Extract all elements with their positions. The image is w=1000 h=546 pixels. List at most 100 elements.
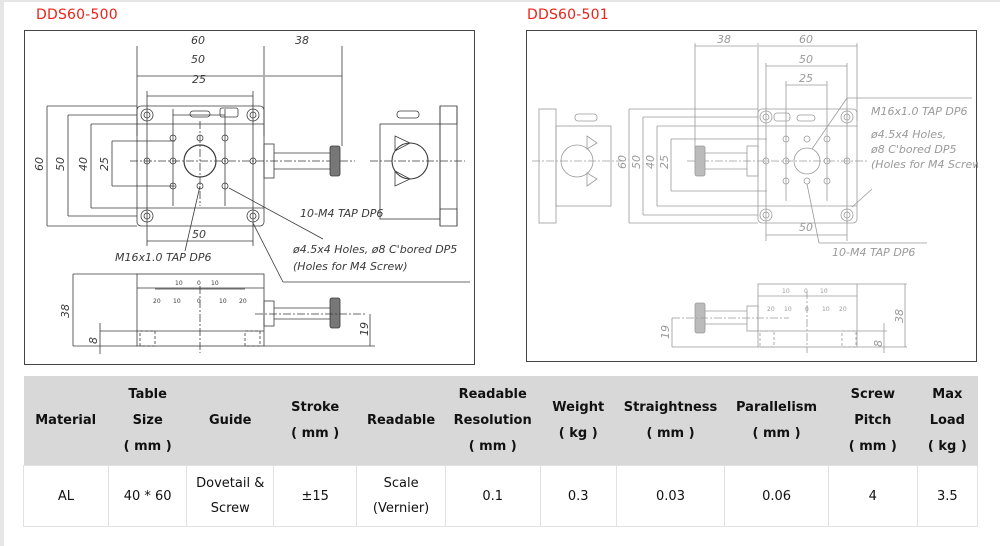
scale-lower-label: 20 (839, 306, 847, 313)
table-cell: 0.3 (539, 465, 617, 527)
scale-upper-label: 10 (820, 288, 828, 295)
callout-tap-holes: 10-M4 TAP DP6 (832, 246, 915, 259)
column-header-line: Readable (458, 386, 527, 402)
scale-upper-label: 10 (175, 280, 183, 287)
table-cell-line: AL (57, 488, 74, 504)
model-title-dds60-501: DDS60-501 (527, 7, 609, 23)
scale-upper-label: 10 (782, 288, 790, 295)
table-cell-line: Dovetail & (196, 476, 265, 491)
table-cell-line: 0.03 (656, 488, 685, 504)
scale-upper-label: 0 (804, 288, 808, 295)
leader-lines (806, 97, 972, 244)
scale-lower-label: 0 (805, 306, 809, 313)
table-cell: ±15 (273, 465, 358, 527)
top-view (687, 108, 867, 224)
column-header-line: Readable (366, 412, 436, 428)
table-cell-line: 0.1 (482, 488, 504, 504)
dim-side-38: 38 (893, 309, 906, 323)
column-header-line: Table (128, 386, 167, 402)
column-header-line: Load (929, 412, 965, 428)
table-cell-line: 40 * 60 (123, 488, 172, 504)
column-header-line: ( mm ) (646, 425, 695, 441)
column-header-line: Stroke (291, 399, 340, 415)
scale-lower-label: 20 (153, 298, 161, 305)
table-cell: Scale (Vernier) (356, 465, 446, 527)
callout-cbore-line3: (Holes for M4 Screw) (871, 158, 978, 171)
page-edge-top (0, 0, 1000, 2)
table-cell-line: 0.06 (762, 488, 792, 504)
dim-bottom-50: 50 (799, 221, 813, 234)
callout-cbore-line1: ø4.5x4 Holes, ø8 C'bored DP5 (292, 243, 457, 256)
column-header: Weight( kg ) (540, 376, 617, 466)
dim-axis-19: 19 (358, 322, 371, 336)
column-header-line: Screw (850, 386, 895, 402)
technical-drawing-dds60-501: 38 60 50 25 60 50 40 25 50 M16x1.0 TAP D… (526, 30, 978, 362)
column-header: Stroke ( mm ) (273, 376, 358, 466)
dimension-lines-left (628, 108, 767, 224)
dim-60: 60 (799, 33, 813, 46)
leader-lines (184, 185, 470, 283)
side-view (532, 108, 622, 224)
column-header: Straightness ( mm ) (616, 376, 726, 466)
scale-lower-label: 20 (239, 298, 247, 305)
scale-lower-label: 10 (173, 298, 181, 305)
table-cell-line: 3.5 (936, 488, 958, 504)
dim-height-50: 50 (630, 155, 643, 169)
dim-height-25: 25 (98, 157, 111, 171)
table-cell-line: Screw (210, 501, 250, 516)
callout-tap-holes: 10-M4 TAP DP6 (300, 207, 383, 220)
callout-center-tap: M16x1.0 TAP DP6 (115, 251, 211, 264)
dim-25: 25 (192, 73, 206, 86)
dim-side-38: 38 (59, 304, 72, 318)
column-header-line: Weight (552, 399, 605, 415)
callout-center-tap: M16x1.0 TAP DP6 (871, 105, 967, 118)
column-header-line: ( mm ) (752, 425, 801, 441)
column-header-line: Resolution (453, 412, 532, 428)
column-header: Readable (356, 376, 446, 466)
column-header-line: Straightness (623, 399, 718, 415)
column-header-line: Pitch (854, 412, 892, 428)
callout-cbore-line1: ø4.5x4 Holes, (870, 128, 946, 141)
dim-50: 50 (191, 53, 205, 66)
column-header-line: ( mm ) (468, 438, 517, 454)
front-view (72, 273, 375, 354)
column-header-line: Guide (208, 412, 252, 428)
dim-base-8: 8 (87, 337, 100, 344)
dimension-lines-top (136, 46, 343, 246)
callout-cbore-line2: ø8 C'bored DP5 (870, 143, 957, 156)
technical-drawing-dds60-500: 60 38 50 25 60 50 40 25 50 10-M4 TAP DP6… (24, 30, 475, 365)
scale-lower-label: 10 (219, 298, 227, 305)
dim-bottom-50: 50 (192, 228, 206, 241)
table-cell: AL (23, 465, 109, 527)
column-header-line: ( mm ) (291, 425, 340, 441)
dimension-lines-top (694, 43, 858, 241)
dim-38: 38 (295, 34, 309, 47)
dim-height-50: 50 (54, 157, 67, 171)
scale-lower-label: 10 (822, 306, 830, 313)
side-view (370, 105, 465, 227)
dim-height-60: 60 (33, 157, 46, 171)
dim-height-40: 40 (77, 157, 90, 171)
table-cell-line: (Vernier) (372, 501, 430, 516)
scale-lower-label: 0 (197, 298, 201, 305)
callout-cbore-line2: (Holes for M4 Screw) (293, 260, 408, 273)
scale-upper-label: 10 (211, 280, 219, 287)
table-cell: 0.03 (615, 465, 726, 527)
table-row: AL 40 * 60 Dovetail & Screw ±15 Scale (Vernier… (23, 465, 979, 527)
dim-38: 38 (717, 33, 731, 46)
dim-60: 60 (191, 34, 205, 47)
table-cell: 3.5 (916, 465, 979, 527)
dim-height-40: 40 (644, 155, 657, 169)
dim-50: 50 (799, 53, 813, 66)
dim-25: 25 (799, 72, 813, 85)
table-cell-line: Scale (383, 476, 419, 491)
table-cell: 40 * 60 (107, 465, 188, 527)
dim-base-8: 8 (872, 340, 885, 347)
front-view (671, 283, 907, 353)
column-header: Guide (186, 376, 275, 466)
table-cell: Dovetail & Screw (186, 465, 275, 527)
table-cell: 4 (827, 465, 918, 527)
